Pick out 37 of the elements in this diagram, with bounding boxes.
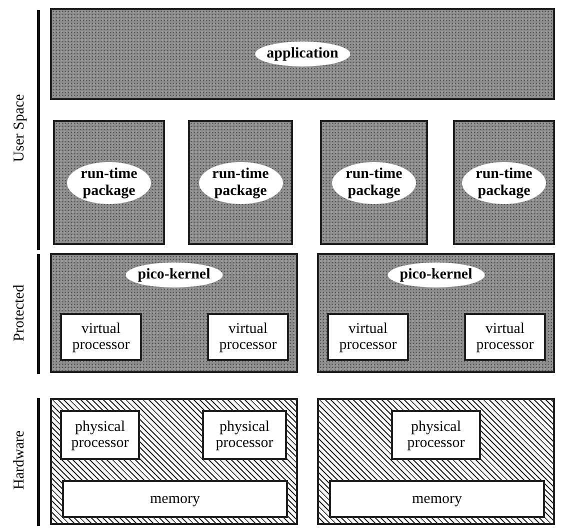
component-box xyxy=(329,480,545,518)
layer-label: Hardware xyxy=(12,430,28,490)
component-box xyxy=(62,480,288,518)
layer-panel xyxy=(50,253,298,373)
component-box xyxy=(464,313,546,361)
hatched-panel xyxy=(50,398,298,525)
pill-label: pico-kernel xyxy=(126,262,222,288)
layer-panel xyxy=(53,120,165,245)
component-label: memory xyxy=(149,491,201,507)
component-label: memory xyxy=(411,491,463,507)
pill-label: run-time package xyxy=(67,162,151,204)
component-box xyxy=(391,410,481,460)
layer-panel xyxy=(453,120,555,245)
pill-label: run-time package xyxy=(332,162,416,204)
pill-label: run-time package xyxy=(462,162,546,204)
layer-panel xyxy=(320,120,428,245)
component-label: physical processor xyxy=(406,419,466,451)
pill-label: application xyxy=(254,42,350,66)
component-box xyxy=(60,313,142,361)
component-label: virtual processor xyxy=(338,321,398,353)
hatched-panel xyxy=(317,398,555,525)
pill-label: pico-kernel xyxy=(388,262,484,288)
layer-panel xyxy=(188,120,293,245)
pill-label: run-time package xyxy=(198,162,282,204)
component-label: physical processor xyxy=(70,419,130,451)
component-label: physical processor xyxy=(214,419,274,451)
component-box xyxy=(202,410,287,460)
layer-label: User Space xyxy=(12,94,28,162)
component-box xyxy=(60,410,140,460)
component-box xyxy=(207,313,289,361)
component-label: virtual processor xyxy=(475,321,535,353)
component-label: virtual processor xyxy=(218,321,278,353)
layer-panel xyxy=(317,253,555,373)
component-label: virtual processor xyxy=(71,321,131,353)
layer-panel xyxy=(50,8,555,100)
component-box xyxy=(327,313,409,361)
layer-label: Protected xyxy=(12,284,28,342)
